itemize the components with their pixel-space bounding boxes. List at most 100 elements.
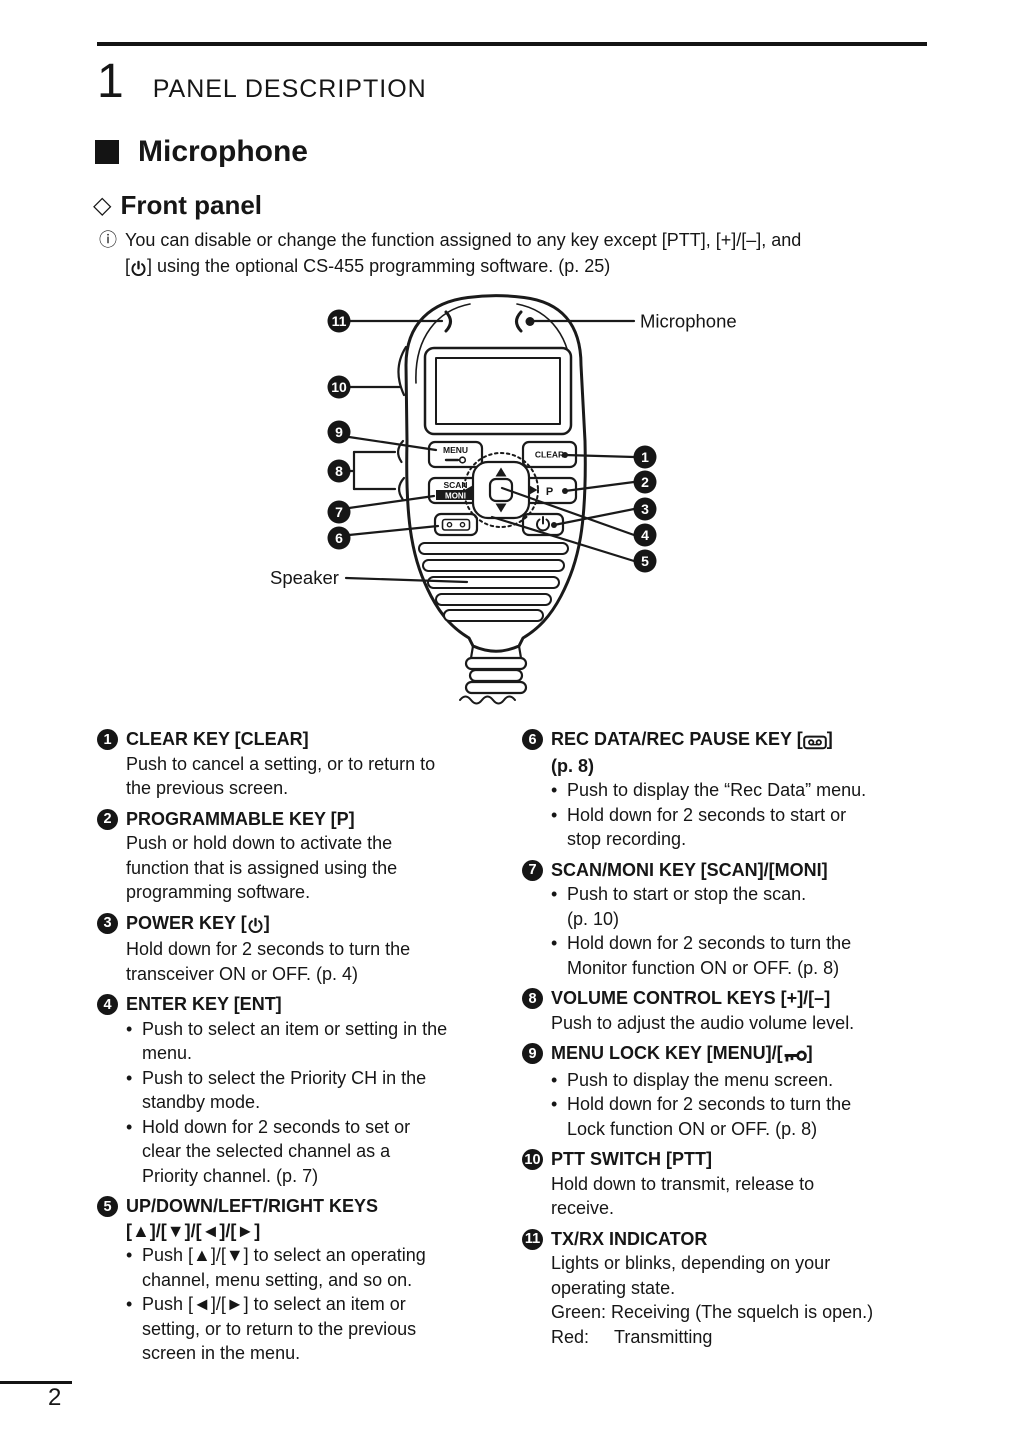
key-item-9: 9 MENU LOCK KEY [MENU]/[]•Push to display… xyxy=(522,1041,947,1141)
svg-text:6: 6 xyxy=(335,530,343,546)
callout-11: 11 xyxy=(327,309,351,333)
item-title: PROGRAMMABLE KEY [P] xyxy=(126,808,355,829)
item-title: POWER KEY [] xyxy=(126,911,522,938)
svg-text:11: 11 xyxy=(332,313,347,329)
item-title: SCAN/MONI KEY [SCAN]/[MONI] xyxy=(551,859,828,880)
item-number-badge: 6 xyxy=(522,729,543,750)
footer-rule xyxy=(0,1381,72,1384)
note: ⓘ You can disable or change the function… xyxy=(99,228,944,281)
menu-key xyxy=(427,440,484,469)
microphone-body xyxy=(397,294,587,705)
rec-cassette-icon xyxy=(802,729,827,754)
rec-key xyxy=(433,512,479,537)
txrx-indicator xyxy=(444,310,452,333)
item-number-badge: 2 xyxy=(97,808,118,830)
speaker-grille xyxy=(418,542,569,622)
moni-key-label: MONI xyxy=(445,492,466,501)
svg-text:10: 10 xyxy=(331,379,347,395)
item-number-badge: 4 xyxy=(97,994,118,1015)
volume-down-bump xyxy=(398,476,406,501)
item-description: Push to cancel a setting, or to return t… xyxy=(126,753,436,799)
power-icon xyxy=(130,256,147,282)
callout-1: 1 xyxy=(633,445,657,469)
callout-6: 6 xyxy=(327,526,351,550)
item-number-badge: 9 xyxy=(522,1043,543,1064)
key-item-3: 3 POWER KEY []Hold down for 2 seconds to … xyxy=(97,911,522,987)
up-arrow xyxy=(495,467,507,477)
key-descriptions-right-column: 6 REC DATA/REC PAUSE KEY [](p. 8) •Push to… xyxy=(522,727,947,1372)
down-arrow xyxy=(495,503,507,513)
item-number-badge: 3 xyxy=(97,912,118,934)
subsection-title: Front panel xyxy=(120,190,263,220)
subsection-heading: ◇ Front panel xyxy=(93,190,927,221)
item-number-badge: 7 xyxy=(522,859,543,881)
key-item-7: 7 SCAN/MONI KEY [SCAN]/[MONI] •Push to sta… xyxy=(522,858,947,981)
microphone-diagram: MENU SCAN MONI CLEAR P 11 10 9 8 7 6 1 2… xyxy=(0,291,1024,709)
svg-text:4: 4 xyxy=(641,527,649,543)
item-number-badge: 10 xyxy=(522,1149,543,1170)
mic-hole-bracket xyxy=(515,310,523,333)
svg-text:5: 5 xyxy=(641,553,649,569)
item-title: REC DATA/REC PAUSE KEY [] xyxy=(551,727,947,754)
svg-text:9: 9 xyxy=(335,424,343,440)
enter-key xyxy=(488,477,514,503)
display-screen xyxy=(435,357,561,425)
microphone-label: Microphone xyxy=(640,311,737,332)
chapter-title: PANEL DESCRIPTION xyxy=(152,75,427,103)
black-square-bullet xyxy=(95,140,119,164)
dpad xyxy=(463,452,539,528)
key-item-2: 2 PROGRAMMABLE KEY [P] Push or hold down t… xyxy=(97,807,522,905)
item-bullet: •Push to start or stop the scan.(p. 10) xyxy=(551,884,807,929)
callout-3: 3 xyxy=(633,497,657,521)
note-text: You can disable or change the function a… xyxy=(125,228,801,281)
item-bullet: •Push to display the menu screen. xyxy=(551,1069,834,1090)
item-number-badge: 1 xyxy=(97,729,118,750)
speaker-label: Speaker xyxy=(270,567,339,588)
callout-lines xyxy=(344,319,636,584)
top-rule xyxy=(97,42,927,46)
item-title-line2: [▲]/[▼]/[◄]/[►] xyxy=(126,1220,261,1241)
scan-key-label: SCAN xyxy=(443,480,467,490)
item-title-line2: (p. 8) xyxy=(551,755,594,776)
page-number: 2 xyxy=(48,1384,62,1411)
item-title: MENU LOCK KEY [MENU]/[] xyxy=(551,1041,947,1068)
key-item-6: 6 REC DATA/REC PAUSE KEY [](p. 8) •Push to… xyxy=(522,727,947,852)
clear-key-label: CLEAR xyxy=(535,450,564,460)
chapter-heading: 1 PANEL DESCRIPTION xyxy=(97,56,927,108)
power-icon xyxy=(247,913,264,938)
cord xyxy=(459,644,528,705)
info-icon: ⓘ xyxy=(99,230,117,250)
svg-text:7: 7 xyxy=(335,504,343,520)
item-title: PTT SWITCH [PTT] xyxy=(551,1149,712,1169)
item-bullet: •Push to display the “Rec Data” menu. xyxy=(551,780,867,800)
item-number-badge: 11 xyxy=(522,1228,543,1250)
key-item-11: 11 TX/RX INDICATOR Lights or blinks, depen… xyxy=(522,1227,947,1350)
item-title: TX/RX INDICATOR xyxy=(551,1228,708,1249)
callout-8: 8 xyxy=(327,459,351,483)
microphone-illustration: MENU SCAN MONI CLEAR P 11 10 9 8 7 6 1 2… xyxy=(270,294,737,705)
item-number-badge: 8 xyxy=(522,988,543,1009)
callout-9: 9 xyxy=(327,420,351,444)
item-bullet: •Push to select an item or setting in th… xyxy=(126,1018,448,1064)
section-title: Microphone xyxy=(138,135,308,168)
right-arrow xyxy=(529,485,538,495)
callout-4: 4 xyxy=(633,523,657,547)
item-title: VOLUME CONTROL KEYS [+]/[–] xyxy=(551,988,831,1008)
